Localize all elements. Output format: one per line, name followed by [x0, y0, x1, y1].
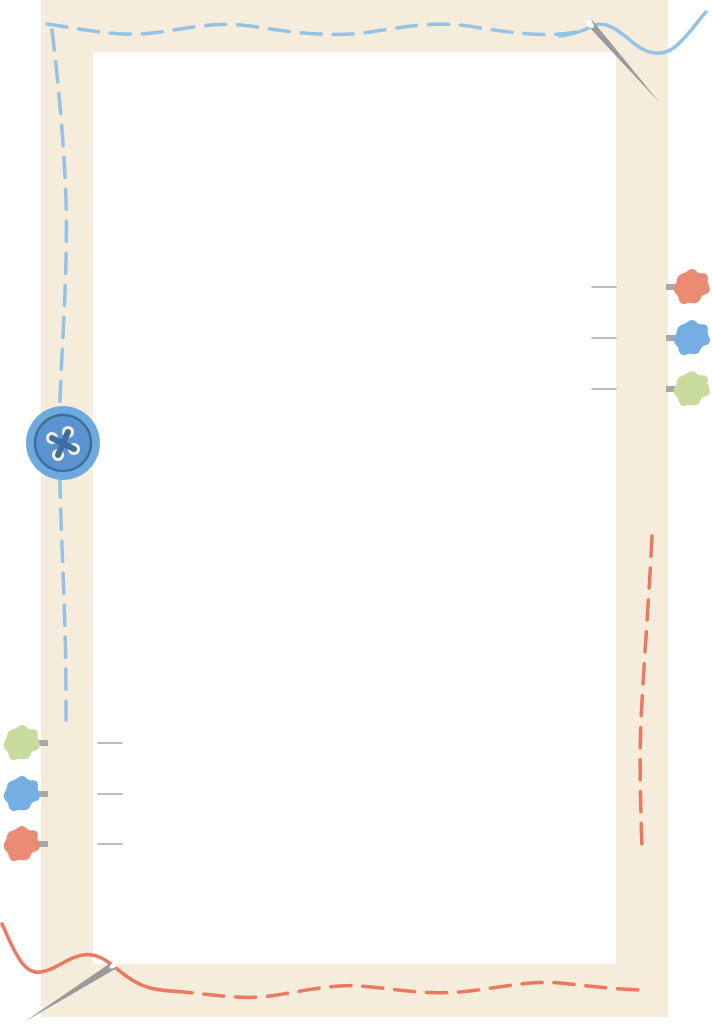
top-dashed-thread — [45, 22, 587, 37]
left-dashed-thread — [50, 28, 69, 722]
bottom-solid-thread — [0, 922, 174, 993]
flower-pin-icon — [3, 725, 40, 760]
sewing-needle-icon — [24, 962, 117, 1022]
right-dashed-thread — [638, 534, 654, 852]
right-pin-group — [591, 269, 710, 406]
top-solid-thread — [558, 10, 708, 55]
flower-pin-icon — [673, 269, 710, 304]
flower-pin-icon — [3, 776, 40, 811]
bottom-needle — [24, 961, 119, 1022]
needle-eye — [586, 19, 594, 29]
sewing-button — [26, 406, 100, 480]
pin — [591, 320, 710, 355]
pin — [591, 371, 710, 406]
flower-pin-icon — [673, 371, 710, 406]
button-cross-stitch — [49, 429, 77, 458]
bottom-dashed-thread — [170, 980, 650, 1000]
flower-pin-icon — [673, 320, 710, 355]
inner-panel — [93, 52, 616, 964]
pin — [591, 269, 710, 304]
top-needle — [586, 19, 660, 103]
pin — [3, 725, 123, 760]
sewing-needle-icon — [588, 20, 660, 103]
pin — [3, 776, 123, 811]
needle-eye — [109, 961, 119, 969]
flower-pin-icon — [3, 826, 40, 861]
button-ring — [33, 413, 93, 473]
left-pin-group — [3, 725, 123, 861]
pin — [3, 826, 123, 861]
